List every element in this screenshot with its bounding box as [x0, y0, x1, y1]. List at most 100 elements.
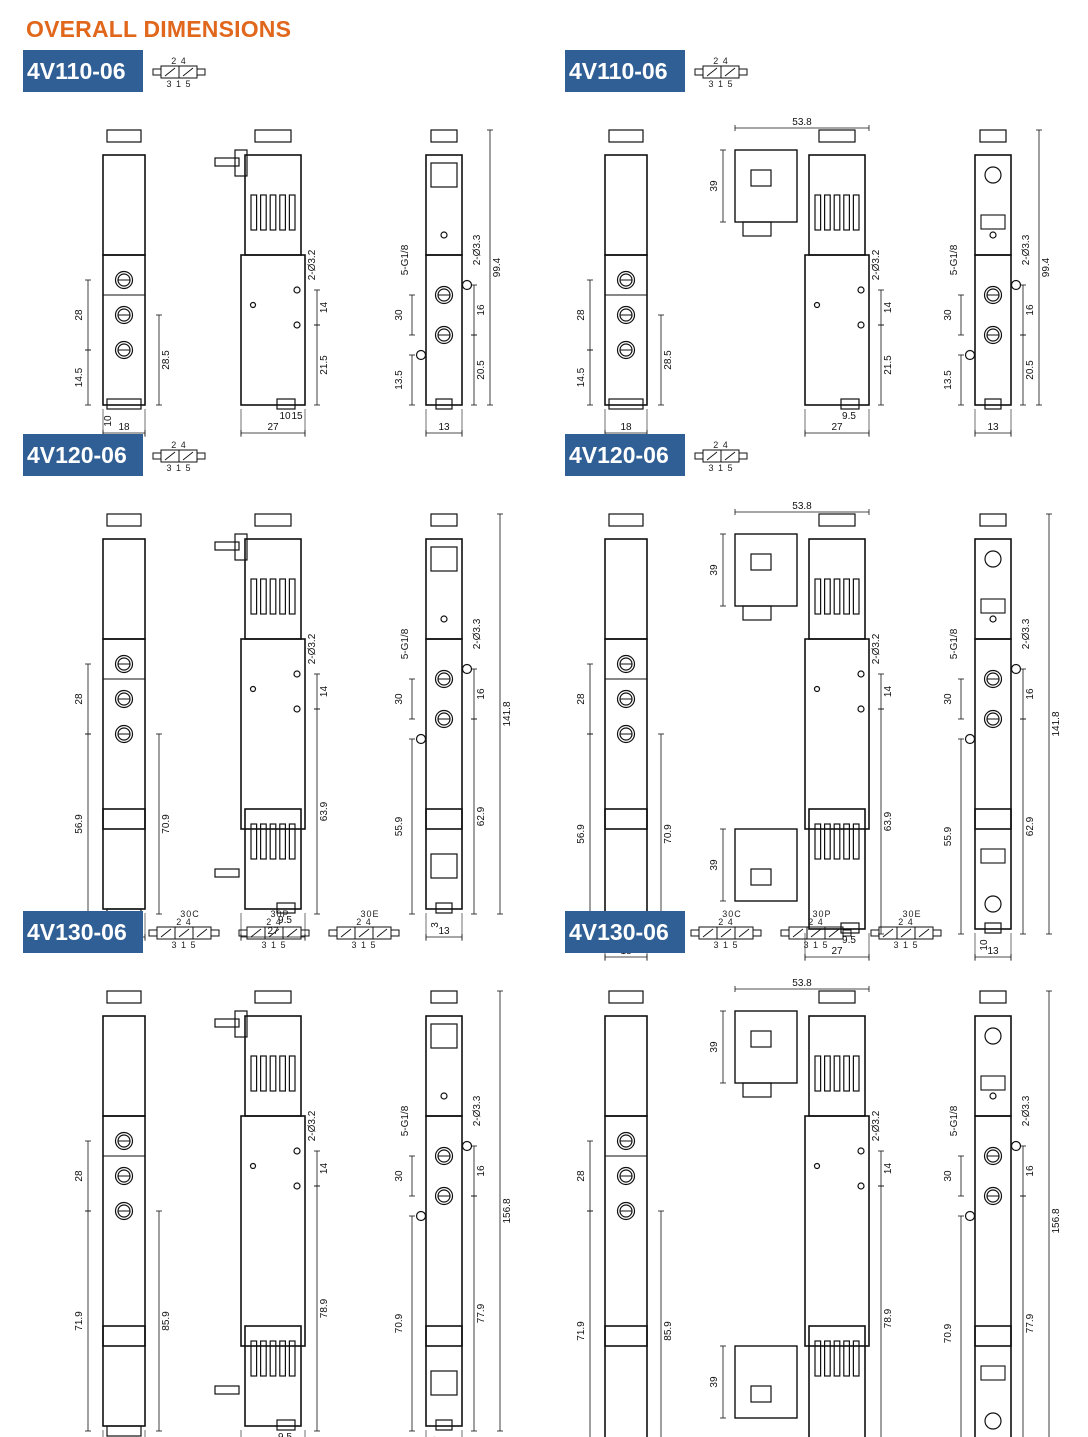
front-base [106, 398, 142, 410]
dimension-label: 71.9 [576, 1321, 587, 1341]
symbol-variant-label: 30C [180, 909, 200, 919]
dimension-label: 13 [438, 422, 450, 433]
wire-clip [234, 149, 248, 177]
symbol-variant-label: 30C [722, 909, 742, 919]
symbol-arrow [724, 451, 736, 461]
symbol-arrow [164, 451, 176, 461]
dimension-label: 62.9 [1025, 816, 1036, 836]
symbol-port-label-top: 2 4 [266, 917, 282, 927]
front-coil [604, 154, 648, 256]
symbol-actuator-left [780, 929, 790, 937]
dimension-label: 2-Ø3.3 [472, 234, 483, 265]
side-cap [818, 513, 856, 527]
front-coil [102, 538, 146, 640]
dimension-label: 55.9 [943, 826, 954, 846]
din-cable-gland [742, 1082, 772, 1098]
front-lower-coil [604, 1325, 648, 1437]
dimension-label: 85.9 [663, 1321, 674, 1341]
side-valve-body [804, 638, 870, 830]
front-valve-body [102, 254, 146, 406]
symbol-port-label-top: 2 4 [718, 917, 734, 927]
symbol-variant-label: 30P [270, 909, 289, 919]
technical-drawing: 2856.970.9181053.8392-Ø3.21463.939279.55… [576, 501, 1062, 961]
coil-fin [814, 1340, 822, 1377]
wire-lead [214, 541, 240, 551]
dimension-label: 63.9 [319, 801, 330, 821]
dimension-label: 13.5 [394, 370, 405, 390]
symbol-actuator-right [210, 929, 220, 937]
dimension-label: 10 [979, 939, 990, 951]
dimension-label: 13 [438, 926, 450, 937]
coil-fin [260, 1340, 267, 1377]
dimension-label: 39 [709, 180, 720, 192]
front-cap [608, 513, 644, 527]
symbol-arrow [702, 928, 714, 938]
end-connector-screw [984, 1027, 1002, 1045]
front-coil [604, 538, 648, 640]
wire-lead [214, 1018, 240, 1028]
port-outer-circle [114, 1131, 134, 1151]
side-base [276, 1419, 296, 1431]
coil-fin [288, 823, 296, 860]
mounting-hole [813, 1162, 821, 1170]
side-lower-coil [244, 808, 302, 910]
end-mount-hole [461, 1140, 473, 1152]
coil-fin [288, 578, 296, 615]
dimension-label: 16 [1025, 1165, 1036, 1177]
wire-lead-lower [214, 868, 240, 878]
port-outer-circle [434, 285, 454, 305]
mounting-hole [857, 1182, 865, 1190]
end-plug-plate [430, 1370, 458, 1396]
coil-fin [250, 194, 258, 231]
end-lower-coil [425, 808, 463, 910]
front-lower-coil [102, 808, 146, 910]
coil-fin [843, 1055, 850, 1092]
wire-lead-lower [214, 1385, 240, 1395]
front-valve-body [604, 1115, 648, 1347]
dimension-label: 28 [74, 309, 85, 321]
end-plug-plate [430, 546, 458, 572]
symbol-actuator-right [196, 68, 206, 76]
end-hole [989, 1092, 997, 1100]
symbol-arrow [268, 928, 280, 938]
wire-clip [234, 533, 248, 561]
side-lower-coil [244, 1325, 302, 1427]
symbol-actuator-left [694, 68, 704, 76]
mounting-hole [249, 685, 257, 693]
symbol-arrow [828, 928, 840, 938]
end-connector-screw [984, 895, 1002, 913]
dimension-label: 70.9 [663, 824, 674, 844]
end-valve-body [974, 254, 1012, 406]
side-lower-coil [808, 1325, 866, 1437]
dimension-label: 70.9 [394, 1313, 405, 1333]
dimension-label: 39 [709, 564, 720, 576]
end-lower-coil [425, 1325, 463, 1427]
end-valve-body [974, 1115, 1012, 1347]
symbol-port-label-top: 2 4 [808, 917, 824, 927]
coil-fin [288, 1340, 296, 1377]
symbol-arrow [178, 928, 190, 938]
dimension-label: 9.5 [842, 411, 856, 422]
coil-fin [279, 823, 286, 860]
model-badge: 4V110-06 [565, 50, 685, 92]
port-outer-circle [616, 1131, 636, 1151]
mounting-hole [249, 1162, 257, 1170]
dimension-label: 18 [620, 422, 632, 433]
dimension-label: 28.5 [663, 350, 674, 370]
coil-fin [833, 823, 841, 860]
coil-fin [843, 194, 850, 231]
end-mount-hole [1010, 279, 1022, 291]
front-cap [106, 990, 142, 1004]
end-base [435, 398, 453, 410]
end-connector-plate [980, 598, 1006, 614]
technical-drawing: 2856.970.918102-Ø3.21463.9279.55-G1/82-Ø… [74, 513, 513, 941]
symbol-port-label-top: 2 4 [171, 440, 187, 450]
end-valve-body [425, 254, 463, 406]
coil-fin [269, 1055, 277, 1092]
dimension-label: 2-Ø3.2 [871, 249, 882, 280]
mounting-hole [813, 301, 821, 309]
dimension-label: 39 [709, 1041, 720, 1053]
